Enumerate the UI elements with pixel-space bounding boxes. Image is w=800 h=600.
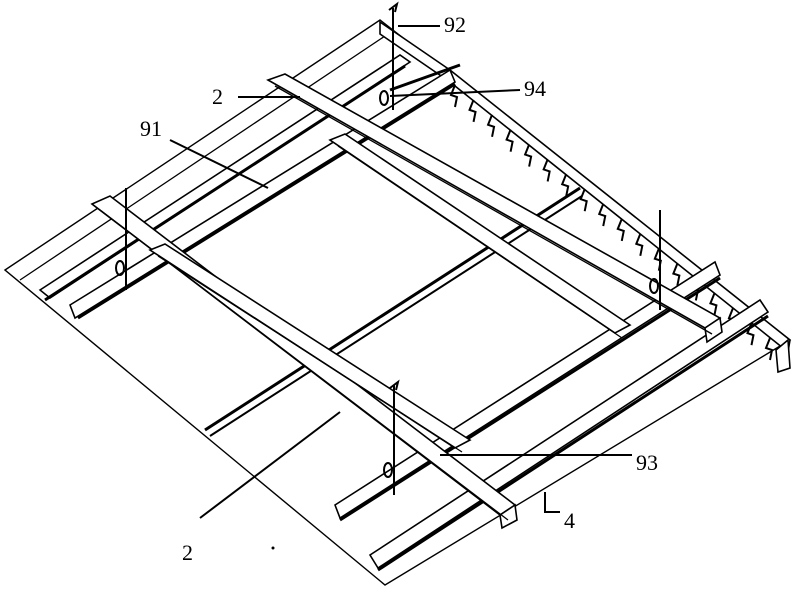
stray-dot (271, 546, 275, 550)
perimeter-tooth (597, 203, 607, 227)
perimeter-tooth (486, 114, 496, 137)
leader-lines (169, 25, 632, 519)
perimeter-tooth (449, 84, 459, 108)
inner-channel-a (204, 186, 581, 432)
perimeter-tooth (672, 263, 681, 286)
perimeter-tooth (579, 188, 588, 212)
perimeter-tooth (764, 337, 774, 361)
perimeter-tooth (616, 218, 625, 242)
cross-beam-group (90, 73, 723, 530)
perimeter-tooth (542, 159, 551, 182)
label-91: 91 (140, 116, 162, 141)
label-2-bottom: 2 (182, 540, 193, 565)
perimeter-tooth (709, 292, 718, 316)
main-channel-1 (38, 54, 412, 299)
inner-channel-b (389, 63, 461, 92)
label-93: 93 (636, 450, 658, 475)
part-labels: 92 94 2 91 93 4 2 (140, 12, 658, 565)
perimeter-tooth (634, 233, 644, 257)
perimeter-tooth (505, 129, 514, 152)
hanger-rods (115, 1, 661, 495)
label-92: 92 (444, 12, 466, 37)
perimeter-tooth (560, 173, 570, 197)
label-4: 4 (564, 508, 575, 533)
perimeter-tooth (468, 99, 477, 123)
label-2-top: 2 (212, 84, 223, 109)
perimeter-tooth (523, 144, 533, 167)
panel-edge-top (19, 35, 386, 281)
main-channel-4 (368, 298, 770, 570)
label-94: 94 (524, 76, 546, 101)
